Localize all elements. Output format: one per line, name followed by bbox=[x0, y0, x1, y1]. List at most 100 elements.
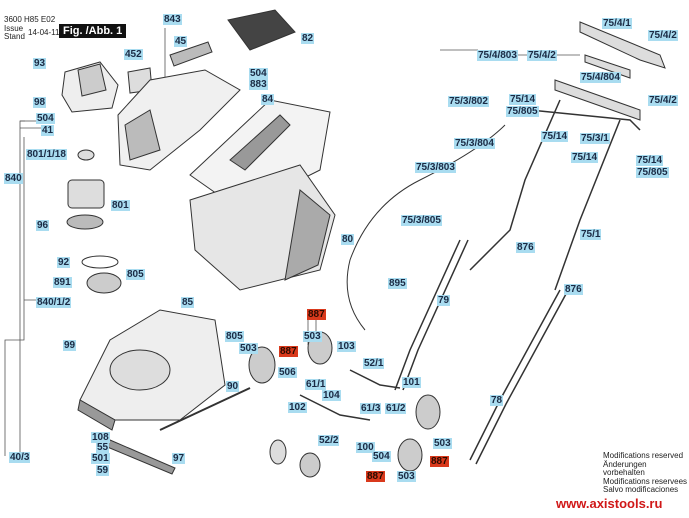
part-label: 887 bbox=[366, 471, 385, 482]
figure-label: Fig. /Abb. 1 bbox=[59, 24, 127, 38]
hood-843 bbox=[117, 69, 241, 171]
motor-cover-98 bbox=[61, 61, 119, 113]
part-label: 504 bbox=[36, 113, 55, 124]
part-label: 503 bbox=[433, 438, 452, 449]
issue-label: Issue bbox=[4, 24, 24, 33]
part-label: 75/1 bbox=[580, 229, 602, 240]
part-label: 75/4/804 bbox=[580, 72, 621, 83]
part-label: 887 bbox=[307, 309, 326, 320]
part-label: 503 bbox=[303, 331, 322, 342]
part-label: 82 bbox=[301, 33, 315, 44]
part-label: 876 bbox=[564, 284, 583, 295]
part-label: 501 bbox=[91, 453, 110, 464]
part-label: 52/1 bbox=[363, 358, 385, 369]
part-label: 840/1/2 bbox=[36, 297, 72, 308]
part-label: 75/805 bbox=[506, 106, 539, 117]
part-label: 78 bbox=[490, 395, 504, 406]
part-label: 75/3/1 bbox=[580, 133, 610, 144]
part-label: 41 bbox=[41, 125, 55, 136]
part-label: 801/1/18 bbox=[26, 149, 67, 160]
part-label: 506 bbox=[278, 367, 297, 378]
part-label: 801 bbox=[111, 200, 130, 211]
part-label: 101 bbox=[402, 377, 421, 388]
part-label: 102 bbox=[288, 402, 307, 413]
grassbox-80 bbox=[189, 164, 336, 291]
part-label: 96 bbox=[36, 220, 50, 231]
part-label: 61/3 bbox=[360, 403, 382, 414]
part-label: 75/3/804 bbox=[454, 138, 495, 149]
part-52-2 bbox=[269, 439, 287, 465]
modifications-note: Modifications reserved Änderungen vorbeh… bbox=[603, 451, 689, 495]
part-label: 61/1 bbox=[305, 379, 327, 390]
part-label: 75/3/802 bbox=[448, 96, 489, 107]
part-label: 59 bbox=[96, 465, 110, 476]
part-label: 75/4/1 bbox=[602, 18, 632, 29]
part-label: 843 bbox=[163, 14, 182, 25]
rod-61-1 bbox=[299, 394, 371, 421]
fan-891 bbox=[86, 272, 122, 294]
rod-52-1 bbox=[349, 369, 401, 389]
cover-82 bbox=[227, 9, 296, 51]
part-label: 75/3/805 bbox=[401, 215, 442, 226]
doc-code: 3600 H85 E02 bbox=[4, 15, 56, 24]
part-label: 100 bbox=[356, 442, 375, 453]
part-label: 85 bbox=[181, 297, 195, 308]
issue-date: 14-04-11 bbox=[28, 28, 60, 37]
part-label: 97 bbox=[172, 453, 186, 464]
part-label: 104 bbox=[322, 390, 341, 401]
part-label: 895 bbox=[388, 278, 407, 289]
part-label: 103 bbox=[337, 341, 356, 352]
part-label: 75/14 bbox=[636, 155, 664, 166]
part-label: 503 bbox=[239, 343, 258, 354]
part-label: 75/14 bbox=[509, 94, 537, 105]
modifications-line: Salvo modificaciones bbox=[603, 485, 679, 494]
part-label: 75/14 bbox=[541, 131, 569, 142]
modifications-line: Modifications reserved bbox=[603, 451, 684, 460]
part-label: 805 bbox=[126, 269, 145, 280]
part-label: 108 bbox=[91, 432, 110, 443]
part-label: 98 bbox=[33, 97, 47, 108]
part-label: 55 bbox=[96, 442, 110, 453]
cable-75-3-803 bbox=[346, 124, 506, 331]
part-label: 80 bbox=[341, 234, 355, 245]
part-label: 75/4/2 bbox=[527, 50, 557, 61]
part-label: 99 bbox=[63, 340, 77, 351]
part-label: 45 bbox=[174, 36, 188, 47]
motor-801 bbox=[66, 149, 105, 230]
part-label: 61/2 bbox=[385, 403, 407, 414]
part-label: 891 bbox=[53, 277, 72, 288]
part-label: 503 bbox=[397, 471, 416, 482]
knob-52-2 bbox=[299, 452, 321, 478]
website-url[interactable]: www.axistools.ru bbox=[556, 496, 663, 511]
part-label: 840 bbox=[4, 173, 23, 184]
part-label: 504 bbox=[249, 68, 268, 79]
axle-90 bbox=[159, 387, 251, 431]
part-label: 883 bbox=[249, 79, 268, 90]
belt-92 bbox=[81, 255, 119, 269]
part-label: 75/3/803 bbox=[415, 162, 456, 173]
part-label: 79 bbox=[437, 295, 451, 306]
part-label: 75/14 bbox=[571, 152, 599, 163]
mower-deck bbox=[77, 309, 226, 431]
part-label: 84 bbox=[261, 94, 275, 105]
part-label: 40/3 bbox=[9, 452, 31, 463]
part-label: 93 bbox=[33, 58, 47, 69]
part-label: 805 bbox=[225, 331, 244, 342]
part-label: 887 bbox=[430, 456, 449, 467]
part-label: 876 bbox=[516, 242, 535, 253]
part-label: 504 bbox=[372, 451, 391, 462]
modifications-line: Änderungen vorbehalten bbox=[603, 459, 647, 477]
part-label: 452 bbox=[124, 49, 143, 60]
part-label: 90 bbox=[226, 381, 240, 392]
blade-55 bbox=[104, 439, 176, 475]
part-label: 75/4/2 bbox=[648, 30, 678, 41]
modifications-line: Modifications reservees bbox=[603, 476, 688, 486]
part-label: 92 bbox=[57, 257, 71, 268]
part-label: 52/2 bbox=[318, 435, 340, 446]
stand-label: Stand bbox=[4, 32, 25, 41]
part-label: 75/4/2 bbox=[648, 95, 678, 106]
part-label: 75/805 bbox=[636, 167, 669, 178]
part-label: 75/4/803 bbox=[477, 50, 518, 61]
